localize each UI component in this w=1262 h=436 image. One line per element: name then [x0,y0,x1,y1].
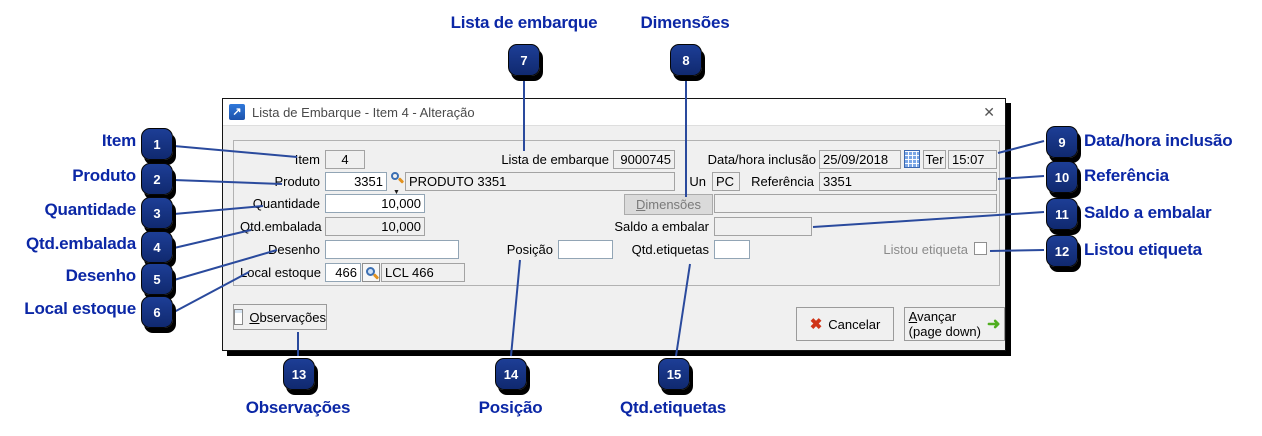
calendar-icon[interactable] [904,150,920,168]
item-label: Item [294,152,320,167]
search-icon[interactable] [390,172,405,186]
lista-embarque-label: Lista de embarque [501,152,609,167]
callout-badge-10: 10 [1046,161,1078,193]
lista-embarque-field: 9000745 [613,150,675,169]
callout-label-quantidade: Quantidade [44,200,136,219]
callout-badge-4: 4 [141,231,173,263]
callout-label-referencia: Referência [1084,166,1169,185]
un-label: Un [689,174,706,189]
cancelar-button[interactable]: ✖ Cancelar [796,307,894,341]
qtd-embalada-label: Qtd.embalada [240,219,322,234]
callout-label-lista-embarque: Lista de embarque [450,13,598,32]
callout-badge-9: 9 [1046,126,1078,158]
callout-label-data-hora-inclusao: Data/hora inclusão [1084,131,1233,150]
produto-code-field[interactable]: 3351 [325,172,387,191]
qtd-etiquetas-label: Qtd.etiquetas [631,242,709,257]
local-estoque-label: Local estoque [240,265,321,280]
produto-label: Produto [274,174,320,189]
callout-badge-13: 13 [283,358,315,390]
notepad-icon [234,309,244,325]
callout-label-desenho: Desenho [65,266,137,285]
callout-badge-3: 3 [141,197,173,229]
dimensoes-field [714,194,997,213]
referencia-label: Referência [751,174,814,189]
dimensoes-button[interactable]: Dimensões [624,194,713,215]
callout-label-dimensoes: Dimensões [640,13,730,32]
listou-etiqueta-checkbox[interactable] [974,242,987,255]
desenho-label: Desenho [267,242,320,257]
callout-label-observacoes: Observações [245,398,351,417]
quantidade-field[interactable]: 10,000 [325,194,425,213]
qtd-embalada-field: 10,000 [325,217,425,236]
chevron-down-icon[interactable]: ▼ [393,189,400,196]
referencia-field: 3351 [819,172,997,191]
callout-badge-11: 11 [1046,198,1078,230]
cancel-x-icon: ✖ [809,316,823,333]
callout-badge-2: 2 [141,163,173,195]
local-estoque-desc-field: LCL 466 [381,263,465,282]
desenho-field[interactable] [325,240,459,259]
callout-badge-8: 8 [670,44,702,76]
avancar-button[interactable]: Avançar (page down) ➜ [904,307,1005,341]
callout-label-item: Item [101,131,136,150]
quantidade-label: Quantidade [252,196,320,211]
callout-label-local-estoque: Local estoque [24,299,136,318]
callout-badge-15: 15 [658,358,690,390]
dialog-lista-embarque: ↗ Lista de Embarque - Item 4 - Alteração… [222,98,1006,351]
callout-badge-14: 14 [495,358,527,390]
hora-inclusao-field: 15:07 [948,150,997,169]
callout-label-listou-etiqueta: Listou etiqueta [1084,240,1202,259]
produto-desc-field: PRODUTO 3351 [405,172,675,191]
callout-label-produto: Produto [72,166,136,185]
search-location-icon[interactable] [362,263,380,282]
saldo-a-embalar-label: Saldo a embalar [614,219,709,234]
data-inclusao-field[interactable]: 25/09/2018 [819,150,901,169]
listou-etiqueta-label: Listou etiqueta [883,242,968,257]
posicao-label: Posição [506,242,553,257]
app-icon: ↗ [229,104,245,120]
local-estoque-code-field[interactable]: 466 [325,263,361,282]
callout-label-saldo-a-embalar: Saldo a embalar [1084,203,1212,222]
qtd-etiquetas-field[interactable] [714,240,750,259]
data-hora-inclusao-label: Data/hora inclusão [707,152,816,167]
callout-badge-7: 7 [508,44,540,76]
callout-label-qtd-etiquetas: Qtd.etiquetas [619,398,727,417]
callout-label-posicao: Posição [478,398,543,417]
callout-badge-5: 5 [141,263,173,295]
posicao-field[interactable] [558,240,613,259]
callout-badge-1: 1 [141,128,173,160]
forward-arrow-icon: ➜ [986,316,1001,333]
callout-label-qtd-embalada: Qtd.embalada [25,234,136,253]
window-title: Lista de Embarque - Item 4 - Alteração [252,104,475,120]
title-bar[interactable]: ↗ Lista de Embarque - Item 4 - Alteração… [223,99,1005,126]
close-icon[interactable]: ✕ [983,104,995,120]
saldo-a-embalar-field [714,217,812,236]
weekday-field: Ter [923,150,946,169]
item-field: 4 [325,150,365,169]
callout-badge-12: 12 [1046,235,1078,267]
callout-badge-6: 6 [141,296,173,328]
observacoes-button[interactable]: Observações [233,304,327,330]
un-field: PC [712,172,740,191]
